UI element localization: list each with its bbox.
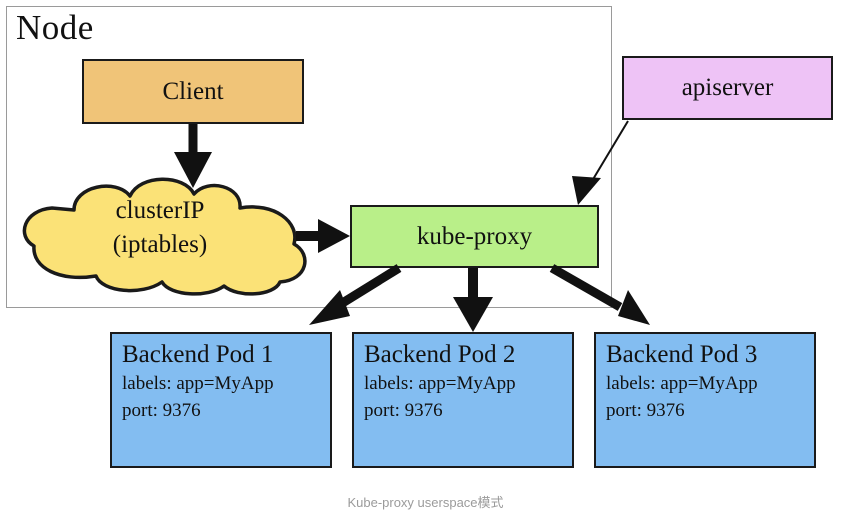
pod-1-port: port: 9376: [122, 400, 201, 422]
pod-2-title: Backend Pod 2: [364, 341, 516, 368]
node-group-label: Node: [16, 8, 94, 47]
kube-proxy-label: kube-proxy: [416, 222, 533, 250]
pod-3-title: Backend Pod 3: [606, 341, 758, 368]
backend-pod-1-box[interactable]: Backend Pod 1 labels: app=MyApp port: 93…: [110, 332, 332, 468]
apiserver-box[interactable]: apiserver: [622, 56, 833, 120]
pod-2-labels: labels: app=MyApp: [364, 372, 516, 394]
backend-pod-3-box[interactable]: Backend Pod 3 labels: app=MyApp port: 93…: [594, 332, 816, 468]
client-label: Client: [162, 77, 224, 105]
backend-pod-2-box[interactable]: Backend Pod 2 labels: app=MyApp port: 93…: [352, 332, 574, 468]
pod-3-labels: labels: app=MyApp: [606, 372, 758, 394]
apiserver-label: apiserver: [681, 74, 774, 101]
pod-3-port: port: 9376: [606, 400, 685, 422]
clusterip-cloud[interactable]: clusterIP (iptables): [12, 172, 324, 298]
client-box[interactable]: Client: [82, 59, 304, 124]
cloud-shape-icon: [22, 177, 307, 296]
kube-proxy-box[interactable]: kube-proxy: [350, 205, 599, 268]
figure-caption: Kube-proxy userspace模式: [347, 495, 504, 510]
pod-2-port: port: 9376: [364, 400, 443, 422]
pod-1-labels: labels: app=MyApp: [122, 372, 274, 394]
pod-1-title: Backend Pod 1: [122, 341, 274, 368]
